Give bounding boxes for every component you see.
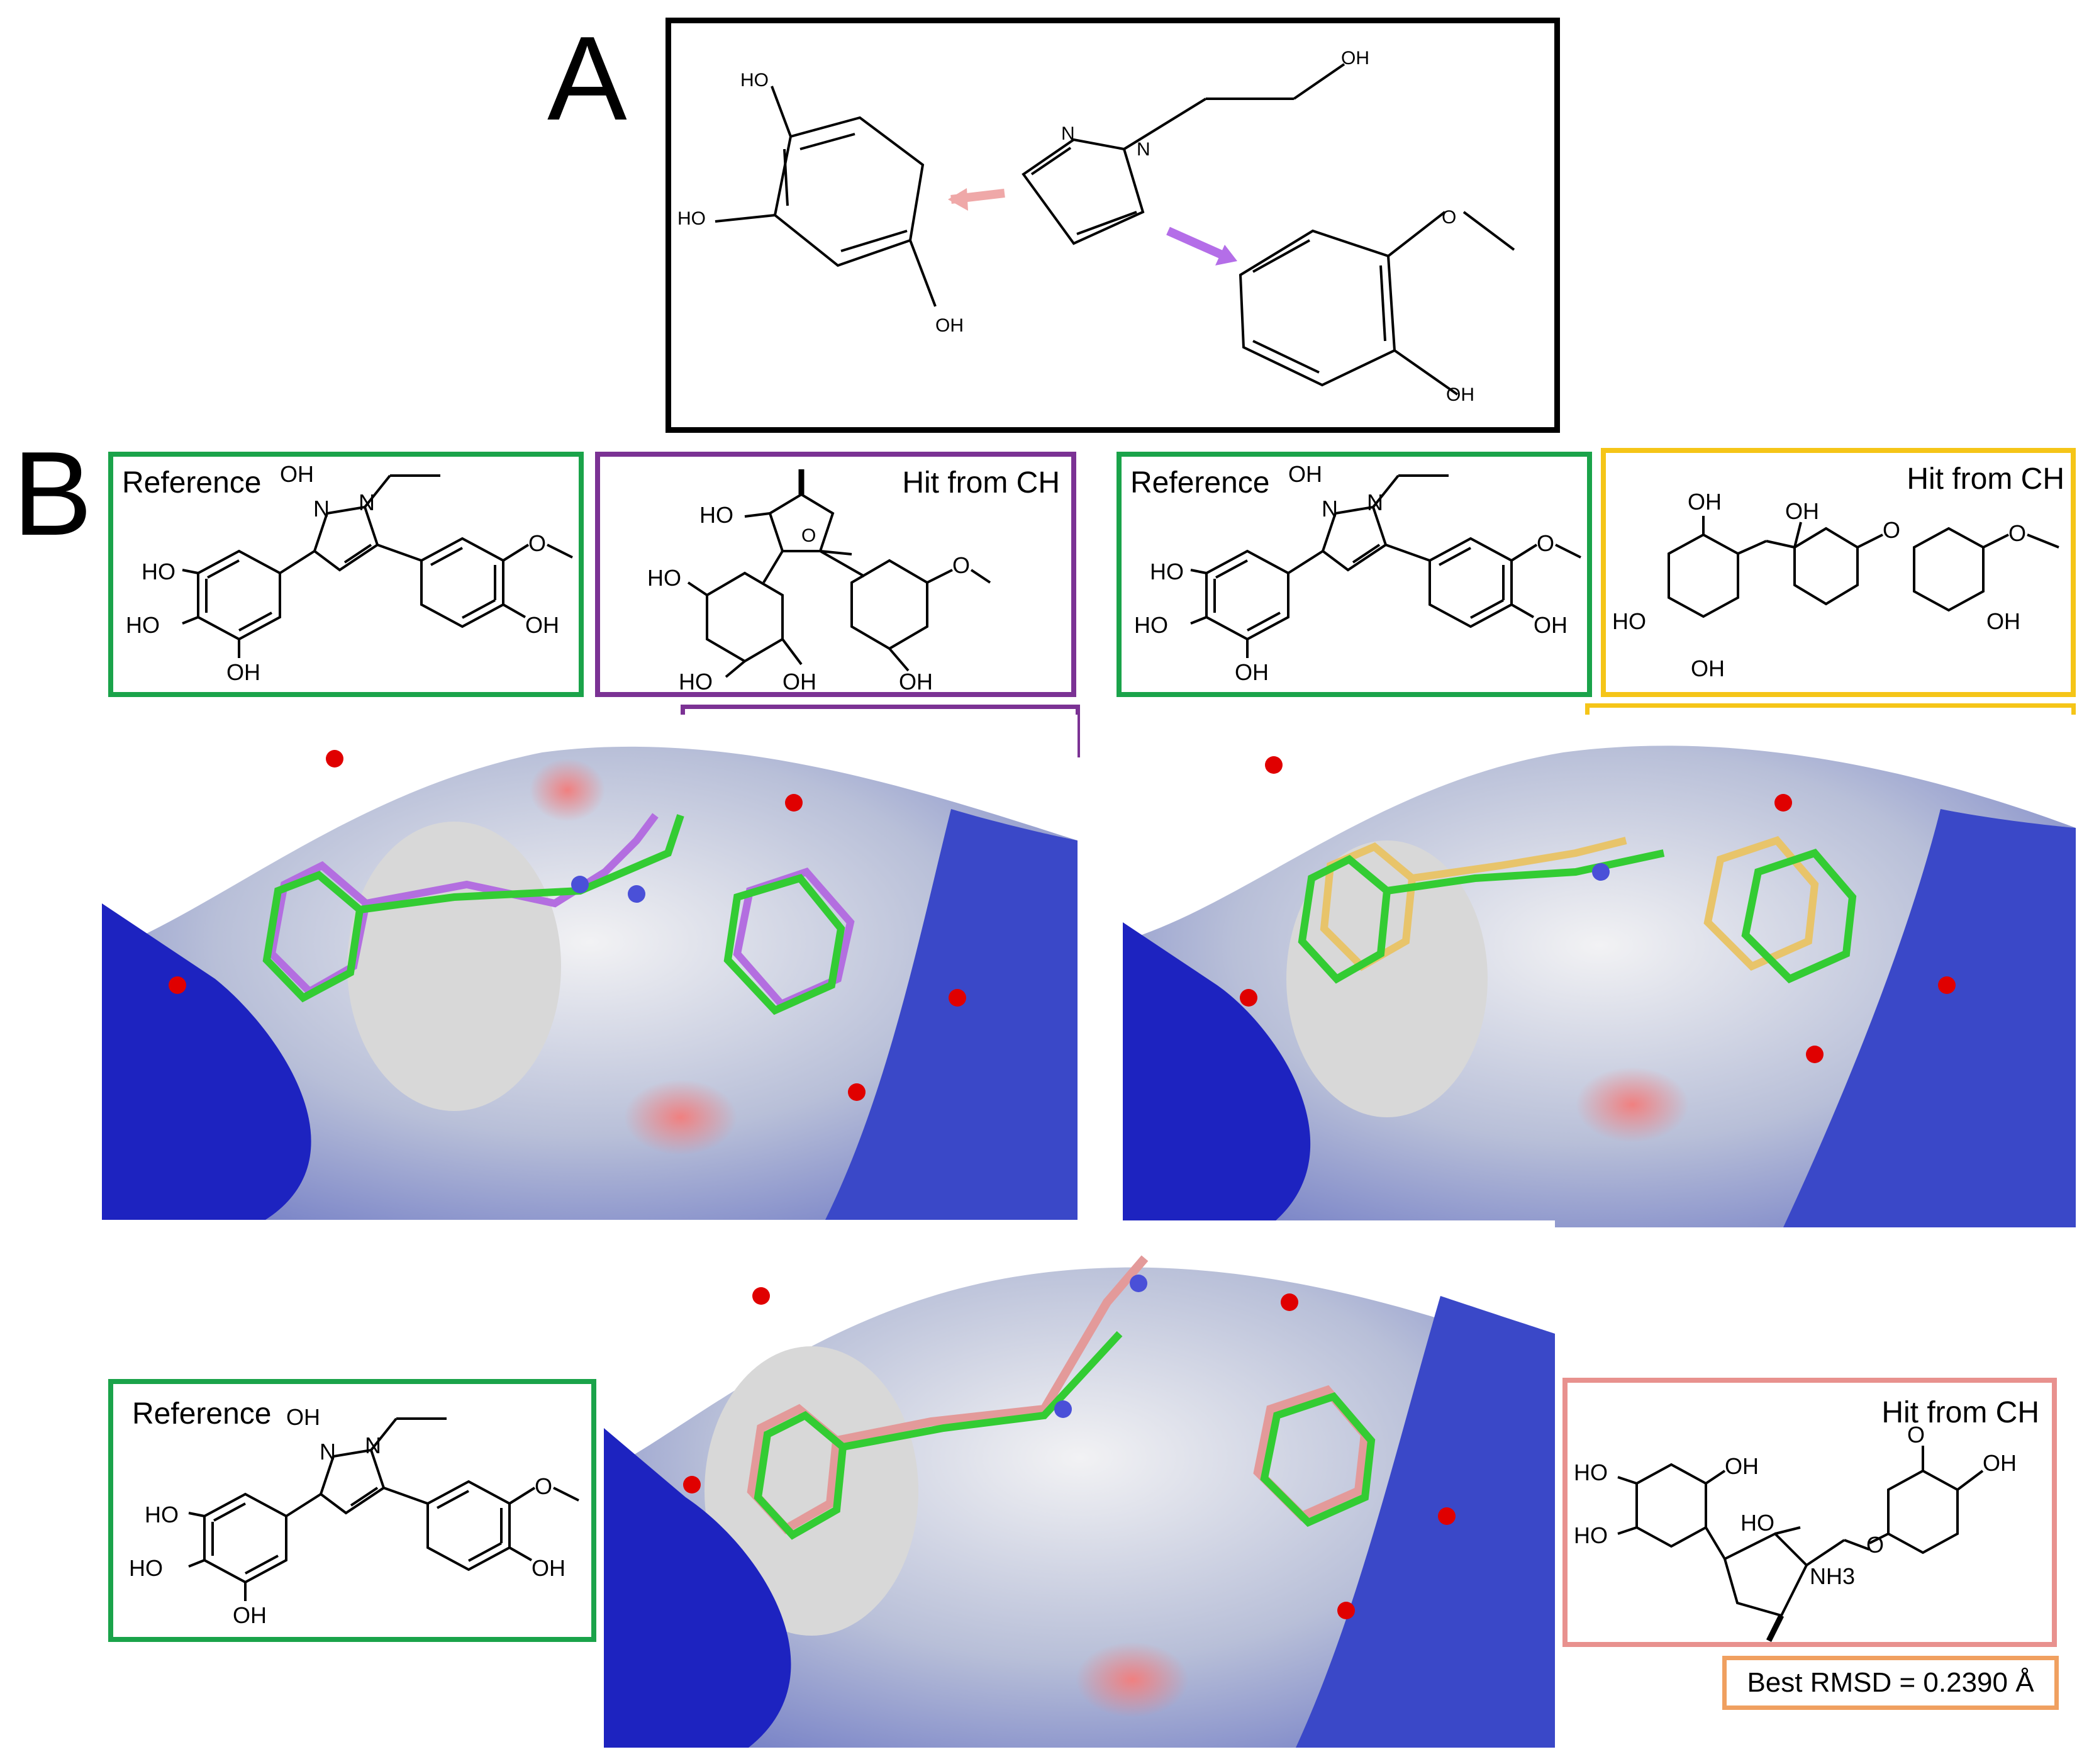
group2-docking-image (1123, 715, 2076, 1227)
group1-reference-molecule: HO HO OH OH OH N N O (126, 461, 573, 685)
ref1-oh-a: OH (226, 659, 260, 685)
group1-hit-box: Hit from CH O HO HO HO OH OH O (595, 452, 1076, 697)
group2-reference-box: Reference HO HO OH OH OH N N O (1117, 452, 1592, 697)
atom-ho-1: HO (740, 70, 769, 91)
atom-oh-3: OH (935, 315, 964, 336)
panel-a-structure-box: HO HO OH OH OH N N O (666, 18, 1560, 433)
ref1-oh-b: OH (525, 612, 559, 638)
atom-oh-5: OH (1446, 384, 1474, 405)
hit3-ho-c: HO (1740, 1510, 1774, 1536)
svg-text:O: O (1442, 207, 1456, 228)
group1-reference-label: Reference (122, 466, 262, 500)
atom-ho-2: HO (677, 208, 706, 229)
ref1-oh-top: OH (280, 461, 314, 487)
ref3-oh-b: OH (532, 1555, 565, 1581)
hit3-ho-b: HO (1574, 1522, 1608, 1548)
group1-reference-box: Reference HO HO OH OH OH N N O (108, 452, 584, 697)
ref3-oh-a: OH (233, 1602, 267, 1628)
ref2-ho-b: HO (1134, 612, 1168, 638)
group3-hit-box: Hit from CH HO HO OH HO OH NH3 O O (1562, 1378, 2057, 1647)
hit3-oh-top: OH (1983, 1450, 2017, 1476)
group2-reference-molecule: HO HO OH OH OH N N O (1134, 461, 1581, 685)
group2-reference-label: Reference (1130, 466, 1270, 500)
ref1-n1: N (313, 496, 330, 522)
hit2-oh-top: OH (1688, 489, 1722, 515)
group3-reference-molecule: HO HO OH OH OH N N O (129, 1404, 579, 1628)
ref2-oh-top: OH (1288, 461, 1322, 487)
ref3-oh-top: OH (286, 1404, 320, 1430)
ref3-ho-b: HO (129, 1555, 163, 1581)
svg-text:O: O (528, 530, 546, 556)
hit1-oh-a: OH (782, 669, 816, 692)
group3-hit-label: Hit from CH (1881, 1396, 2039, 1429)
hit3-ho-a: HO (1574, 1460, 1608, 1485)
group1-docking-image (102, 715, 1078, 1220)
ref2-n1: N (1322, 496, 1338, 522)
hit2-oh-b: OH (1691, 656, 1725, 681)
hit1-o-ring: O (801, 525, 816, 546)
group3-reference-box: Reference HO HO OH OH OH N N O (108, 1379, 596, 1642)
ref1-n2: N (359, 489, 375, 515)
group1-hit-molecule: O HO HO HO OH OH O (647, 469, 991, 692)
panel-a-molecule: HO HO OH OH OH N N O (677, 48, 1515, 405)
atom-n-1: N (1061, 123, 1075, 144)
svg-text:O: O (1537, 530, 1554, 556)
svg-text:O: O (1907, 1422, 1925, 1448)
hit3-nh3: NH3 (1810, 1563, 1855, 1589)
hit2-oh-c: OH (1986, 608, 2020, 634)
group3-score-box: Best RMSD = 0.2390 Å (1722, 1656, 2059, 1710)
hit1-ho-b: HO (679, 669, 713, 692)
svg-text:O: O (535, 1473, 552, 1499)
ref2-oh-b: OH (1534, 612, 1568, 638)
ref1-ho-a: HO (142, 559, 175, 584)
ref2-oh-a: OH (1235, 659, 1269, 685)
group3-hit-molecule: HO HO OH HO OH NH3 O O (1574, 1422, 2017, 1642)
group2-hit-molecule: OH OH O HO OH OH O (1612, 489, 2059, 681)
ref1-ho-b: HO (126, 612, 160, 638)
ref3-n1: N (320, 1439, 336, 1465)
hit1-oh-b: OH (899, 669, 933, 692)
hit1-ho-top: HO (699, 502, 733, 528)
panel-b-letter: B (13, 427, 92, 561)
svg-text:O: O (2008, 520, 2026, 546)
atom-n-2: N (1137, 139, 1150, 160)
hit2-ho-a: HO (1612, 608, 1646, 634)
atom-oh-4: OH (1341, 48, 1369, 69)
hit3-oh-a: OH (1725, 1453, 1759, 1479)
hit2-o-ether: O (1883, 517, 1900, 543)
group1-hit-label: Hit from CH (902, 466, 1060, 500)
ref2-n2: N (1367, 489, 1383, 515)
group3-docking-image (604, 1220, 1555, 1748)
hit3-o-ether: O (1866, 1532, 1884, 1558)
svg-text:O: O (952, 552, 970, 578)
group3-reference-label: Reference (132, 1397, 272, 1431)
group2-hit-box: Hit from CH OH OH O HO OH OH O (1601, 448, 2076, 697)
group2-hit-label: Hit from CH (1907, 462, 2064, 496)
ref3-ho-a: HO (145, 1502, 179, 1527)
ref2-ho-a: HO (1150, 559, 1184, 584)
hit2-oh-mid: OH (1785, 498, 1819, 524)
ref3-n2: N (365, 1432, 381, 1458)
panel-a-letter: A (547, 12, 627, 145)
hit1-ho-a: HO (647, 565, 681, 591)
